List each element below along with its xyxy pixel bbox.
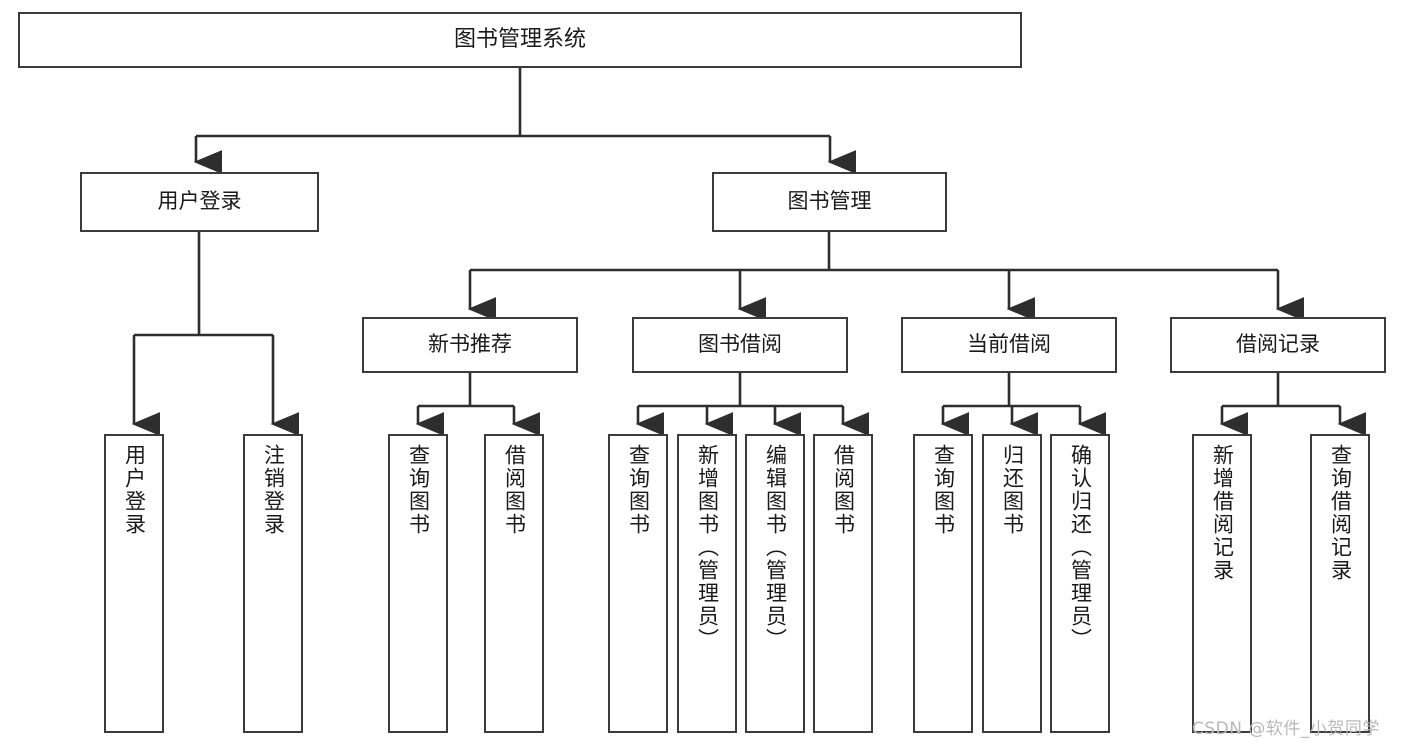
leaf-add-book-admin[interactable]: 新增图书（管理员） xyxy=(677,434,737,733)
node-label: 用户登录 xyxy=(157,189,242,214)
node-label: 注销登录 xyxy=(261,444,286,536)
node-book-management[interactable]: 图书管理 xyxy=(712,172,947,232)
leaf-query-book-current[interactable]: 查询图书 xyxy=(913,434,973,733)
leaf-user-login[interactable]: 用户登录 xyxy=(104,434,164,733)
node-label: 归还图书 xyxy=(1000,444,1025,536)
node-label: 编辑图书（管理员） xyxy=(763,444,788,651)
node-label: 新书推荐 xyxy=(428,332,512,357)
node-label: 图书管理 xyxy=(787,189,872,214)
node-label: 借阅图书 xyxy=(831,444,856,536)
leaf-confirm-return-admin[interactable]: 确认归还（管理员） xyxy=(1050,434,1110,733)
node-label: 新增图书（管理员） xyxy=(695,444,720,651)
leaf-borrow-book-new-recommendation[interactable]: 借阅图书 xyxy=(484,434,544,733)
node-label: 图书管理系统 xyxy=(453,26,586,52)
leaf-query-book-borrowing[interactable]: 查询图书 xyxy=(608,434,668,733)
leaf-borrow-book-borrowing[interactable]: 借阅图书 xyxy=(813,434,873,733)
node-label: 查询借阅记录 xyxy=(1328,444,1353,582)
node-label: 用户登录 xyxy=(122,444,147,536)
node-user-login[interactable]: 用户登录 xyxy=(80,172,319,232)
node-label: 查询图书 xyxy=(626,444,651,536)
leaf-query-borrowing-record[interactable]: 查询借阅记录 xyxy=(1310,434,1370,733)
leaf-user-logout[interactable]: 注销登录 xyxy=(243,434,303,733)
leaf-query-book-new-recommendation[interactable]: 查询图书 xyxy=(388,434,448,733)
csdn-watermark: CSDN @软件_小贺同学 xyxy=(1192,719,1380,739)
leaf-return-book[interactable]: 归还图书 xyxy=(982,434,1042,733)
node-book-borrowing[interactable]: 图书借阅 xyxy=(632,317,848,373)
node-new-book-recommendation[interactable]: 新书推荐 xyxy=(362,317,578,373)
node-current-borrowing[interactable]: 当前借阅 xyxy=(901,317,1117,373)
node-label: 当前借阅 xyxy=(967,332,1051,357)
leaf-edit-book-admin[interactable]: 编辑图书（管理员） xyxy=(745,434,805,733)
node-label: 借阅图书 xyxy=(502,444,527,536)
node-label: 借阅记录 xyxy=(1236,332,1320,357)
node-label: 新增借阅记录 xyxy=(1210,444,1235,582)
node-label: 查询图书 xyxy=(931,444,956,536)
node-label: 图书借阅 xyxy=(698,332,782,357)
node-borrowing-record[interactable]: 借阅记录 xyxy=(1170,317,1386,373)
leaf-add-borrowing-record[interactable]: 新增借阅记录 xyxy=(1192,434,1252,733)
node-label: 查询图书 xyxy=(406,444,431,536)
node-root-book-management-system[interactable]: 图书管理系统 xyxy=(18,12,1022,68)
node-label: 确认归还（管理员） xyxy=(1068,444,1093,651)
